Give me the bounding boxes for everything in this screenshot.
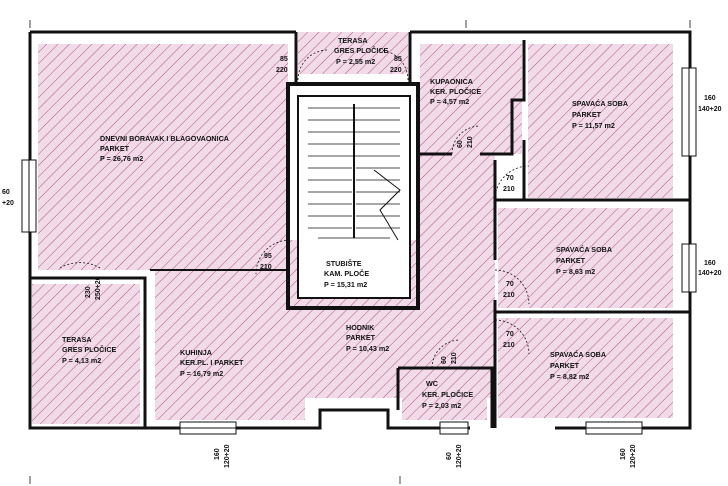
stubiste-floor: KAM. PLOČE: [324, 269, 369, 278]
dim-70-2-top: 70: [506, 281, 514, 288]
kupaonica-floor: KER. PLOČICE: [430, 87, 481, 96]
dim-60-bot-bot: 120+20: [456, 444, 463, 468]
dimension-ticks: [29, 20, 691, 484]
door-bed3: [494, 319, 530, 355]
dnevni-name: DNEVNI BORAVAK I BLAGOVAONICA: [100, 134, 229, 143]
room-terasa-top: [298, 32, 408, 74]
room-labels: DNEVNI BORAVAK I BLAGOVAONICA PARKET P =…: [62, 36, 628, 410]
room-spavaca-3: [498, 318, 673, 418]
terasa-left-name: TERASA: [62, 335, 92, 344]
dim-60-left-top: 60: [2, 189, 10, 196]
terasa-top-floor: GRES PLOČICE: [334, 46, 389, 55]
dim-85a-top: 85: [280, 56, 288, 63]
room-spavaca-1: [528, 44, 673, 198]
dim-70-1-top: 70: [506, 175, 514, 182]
dim-230-top: 230: [85, 286, 92, 298]
dim-60-left-bot: +20: [2, 200, 14, 207]
staircase: [308, 104, 401, 241]
room-kupaonica: [420, 44, 522, 154]
room-kuhinja: [155, 270, 305, 420]
wc-floor: KER. PLOČICE: [422, 390, 473, 399]
room-hodnik-upper: [420, 154, 495, 306]
spavaca3-floor: PARKET: [550, 361, 580, 370]
room-dnevni-boravak: [38, 44, 288, 270]
dim-70-3-bot: 210: [503, 342, 515, 349]
dim-60-wc-top: 60: [441, 356, 448, 364]
door-stair: [255, 239, 291, 275]
terasa-left-area: P = 4,13 m2: [62, 356, 101, 365]
dim-95-top: 95: [264, 253, 272, 260]
dim-60-bot-top: 60: [446, 452, 453, 460]
dim-70-1-bot: 210: [503, 186, 515, 193]
dim-160-bot1-bot: 120+20: [224, 444, 231, 468]
dim-160-bot2-bot: 120+20: [630, 444, 637, 468]
kupaonica-area: P = 4,57 m2: [430, 97, 469, 106]
dim-160-r1-bot: 140+20: [698, 106, 722, 113]
dim-85b-top: 85: [394, 56, 402, 63]
dim-60-bath-top: 60: [457, 140, 464, 148]
door-bed2: [494, 269, 530, 305]
dnevni-area: P = 26,76 m2: [100, 154, 143, 163]
spavaca3-area: P = 8,82 m2: [550, 372, 589, 381]
stubiste-name: STUBIŠTE: [326, 259, 362, 268]
dim-160-r1-top: 160: [704, 95, 716, 102]
kuhinja-area: P = 16,79 m2: [180, 369, 223, 378]
door-terasa-left: [59, 262, 101, 269]
windows: [21, 67, 697, 435]
dim-60-wc-bot: 210: [451, 352, 458, 364]
door-terasa-top-left: [297, 49, 329, 81]
spavaca2-floor: PARKET: [556, 256, 586, 265]
dim-160-bot1-top: 160: [214, 448, 221, 460]
hodnik-floor: PARKET: [346, 333, 376, 342]
spavaca2-area: P = 8,63 m2: [556, 267, 595, 276]
wall-bath-right: [480, 40, 526, 156]
terasa-left-floor: GRES PLOČICE: [62, 345, 117, 354]
wc-area: P = 2,03 m2: [422, 401, 461, 410]
spavaca1-name: SPAVAĆA SOBA: [572, 99, 628, 108]
dim-95-bot: 210: [260, 264, 272, 271]
room-spavaca-2: [498, 208, 673, 308]
kuhinja-floor: KER.PL. I PARKET: [180, 358, 244, 367]
dim-160-r2-bot: 140+20: [698, 270, 722, 277]
room-wc: [402, 372, 487, 420]
kupaonica-name: KUPAONICA: [430, 77, 473, 86]
dim-160-r2-top: 160: [704, 260, 716, 267]
spavaca1-area: P = 11,57 m2: [572, 121, 615, 130]
wall-wc: [398, 366, 494, 428]
wall-terrace-left: [30, 276, 147, 428]
dim-85b-bot: 220: [390, 67, 402, 74]
kuhinja-name: KUHINJA: [180, 348, 212, 357]
dim-70-2-bot: 210: [503, 292, 515, 299]
dim-85a-bot: 220: [276, 67, 288, 74]
door-bed1: [494, 165, 530, 201]
doors: [59, 49, 530, 369]
dnevni-floor: PARKET: [100, 144, 130, 153]
hodnik-area: P = 10,43 m2: [346, 344, 389, 353]
wc-name: WC: [426, 379, 438, 388]
spavaca3-name: SPAVAĆA SOBA: [550, 350, 606, 359]
inner-wall-stair-in: [297, 95, 411, 299]
dim-230-bot: 250+20: [95, 276, 102, 300]
dim-70-3-top: 70: [506, 331, 514, 338]
spavaca1-floor: PARKET: [572, 110, 602, 119]
dim-160-bot2-top: 160: [620, 448, 627, 460]
hodnik-name: HODNIK: [346, 323, 375, 332]
door-terasa-top-right: [377, 49, 409, 81]
terasa-top-area: P = 2,55 m2: [336, 57, 375, 66]
inner-wall-stair: [286, 82, 420, 310]
door-wc: [431, 339, 461, 369]
terasa-top-name: TERASA: [338, 36, 368, 45]
room-terasa-left: [32, 284, 140, 424]
dim-60-bath-bot: 210: [467, 136, 474, 148]
room-fills: [32, 32, 673, 424]
door-kupaonica: [451, 125, 481, 155]
dimension-labels: 85 220 85 220 160 140+20 160 140+20 60 +…: [2, 56, 722, 468]
stubiste-area: P = 15,31 m2: [324, 280, 367, 289]
spavaca2-name: SPAVAĆA SOBA: [556, 245, 612, 254]
